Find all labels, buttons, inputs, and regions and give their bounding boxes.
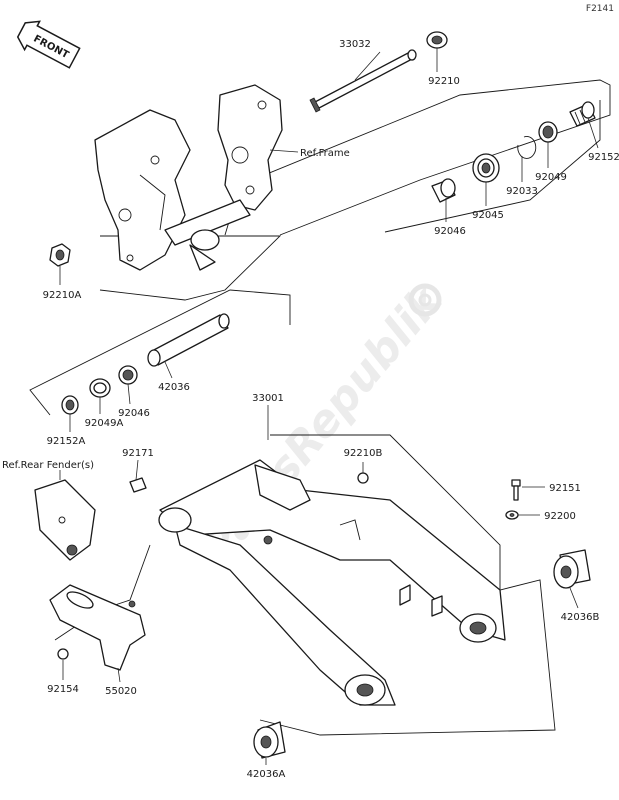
bolt-92154 — [57, 648, 69, 660]
washer-92200 — [505, 510, 519, 520]
part-label-33001: 33001 — [252, 393, 284, 404]
swingarm-group-outline — [259, 434, 556, 736]
part-label-42036: 42036 — [158, 382, 190, 393]
part-label-92171: 92171 — [122, 448, 154, 459]
collar-92152 — [569, 101, 596, 127]
bearing-92046-lower — [118, 365, 138, 385]
frame-left-plate — [94, 109, 191, 271]
nut-92210A — [49, 243, 71, 267]
ref-frame-label: Ref.Frame — [300, 148, 350, 159]
seal-92049 — [538, 121, 558, 143]
part-label-92152A: 92152A — [47, 436, 86, 447]
clamp-92171 — [129, 477, 147, 493]
bearing-92046-upper — [431, 178, 456, 203]
sleeve-42036 — [147, 313, 230, 367]
part-label-42036A: 42036A — [247, 769, 286, 780]
bushing-42036A — [253, 721, 286, 759]
bushing-42036B — [553, 549, 591, 589]
nut-92210B — [357, 472, 369, 484]
collar-92152A — [61, 395, 79, 415]
part-label-92154: 92154 — [47, 684, 79, 695]
bolt-92151 — [511, 479, 521, 501]
part-label-92045: 92045 — [472, 210, 504, 221]
seal-92049A — [89, 378, 111, 398]
rear-fender-bracket — [34, 479, 96, 561]
pivot-shaft-33032 — [309, 49, 417, 113]
frame-right-plate — [217, 84, 283, 211]
swingarm-33001 — [158, 459, 506, 706]
leader-lines — [59, 48, 599, 765]
nut-92210 — [426, 31, 448, 49]
part-label-92210B: 92210B — [344, 448, 383, 459]
bearing-92045 — [472, 153, 500, 183]
part-label-92210A: 92210A — [43, 290, 82, 301]
upper-group-outline — [224, 79, 611, 236]
part-label-55020: 55020 — [105, 686, 137, 697]
part-label-92049A: 92049A — [85, 418, 124, 429]
part-label-42036B: 42036B — [561, 612, 600, 623]
middle-group-outline — [29, 289, 291, 416]
front-arrow-icon: FRONT — [16, 20, 81, 69]
part-label-92046-lower: 92046 — [118, 408, 150, 419]
watermark-gear-icon — [408, 283, 442, 317]
chain-guard-55020 — [49, 584, 146, 671]
part-label-33032: 33032 — [339, 39, 371, 50]
part-label-92152: 92152 — [588, 152, 619, 163]
ref-rear-fender-label: Ref.Rear Fender(s) — [2, 460, 94, 471]
bearing-group-outline — [384, 100, 601, 233]
diagram-code: F2141 — [586, 4, 614, 14]
circlip-92033 — [517, 136, 537, 159]
part-label-92200: 92200 — [544, 511, 576, 522]
pivot-cross-tube — [164, 199, 251, 271]
part-label-92046-upper: 92046 — [434, 226, 466, 237]
part-label-92049: 92049 — [535, 172, 567, 183]
part-label-92151: 92151 — [549, 483, 581, 494]
pivot-group-outline — [99, 235, 282, 301]
part-label-92210: 92210 — [428, 76, 460, 87]
part-label-92033: 92033 — [506, 186, 538, 197]
